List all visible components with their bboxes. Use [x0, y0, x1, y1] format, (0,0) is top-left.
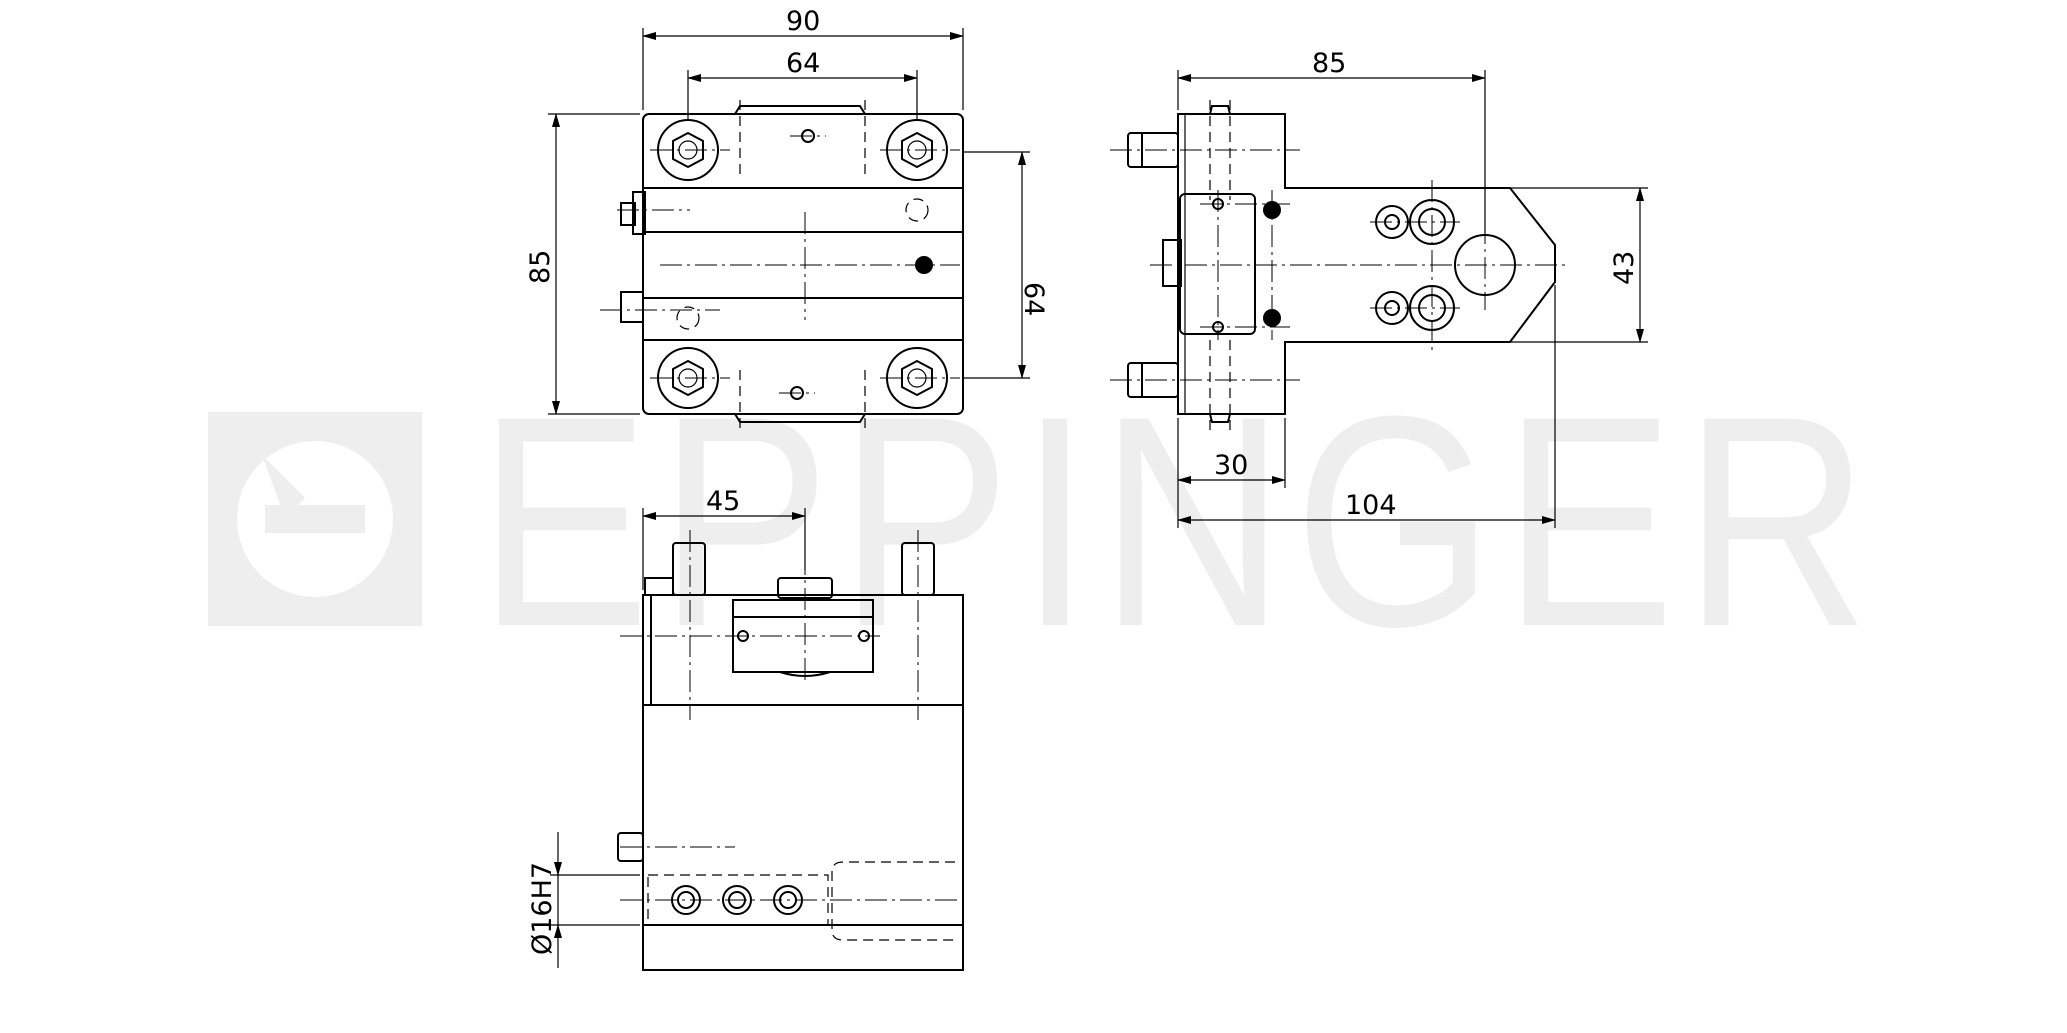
dim-bore: Ø16H7	[527, 862, 558, 955]
front-view-dimensions: 45 Ø16H7	[527, 486, 806, 968]
top-view	[600, 100, 964, 430]
side-view-dimensions: 85 43 30 104	[1177, 48, 1648, 528]
eppinger-logo-watermark	[208, 412, 422, 626]
brand-watermark-text: EPPINGER	[478, 353, 1878, 689]
dim-offset: 45	[706, 486, 740, 517]
dim-height-front: 43	[1609, 251, 1640, 285]
front-view	[617, 518, 964, 971]
dim-flange-width: 30	[1214, 450, 1248, 481]
dim-hole-spacing-vertical: 64	[1018, 282, 1049, 316]
top-view-dimensions: 90 64 85 64	[525, 6, 1049, 415]
dim-bolt-spacing: 64	[786, 48, 820, 79]
dim-overall-height: 85	[525, 250, 556, 284]
dim-length-to-axis: 85	[1312, 48, 1346, 79]
dim-overall-length: 104	[1345, 490, 1397, 521]
dim-overall-width: 90	[786, 6, 820, 37]
